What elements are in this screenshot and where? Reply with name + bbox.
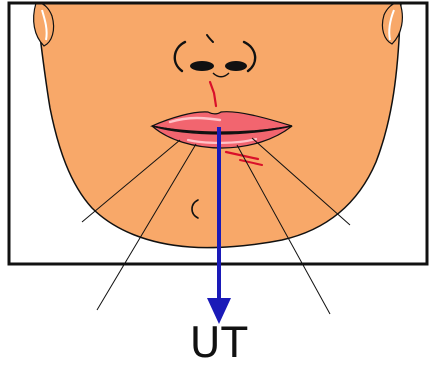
arrow-label: UT <box>190 318 248 366</box>
right-nostril <box>225 61 247 71</box>
left-nostril <box>190 61 214 71</box>
